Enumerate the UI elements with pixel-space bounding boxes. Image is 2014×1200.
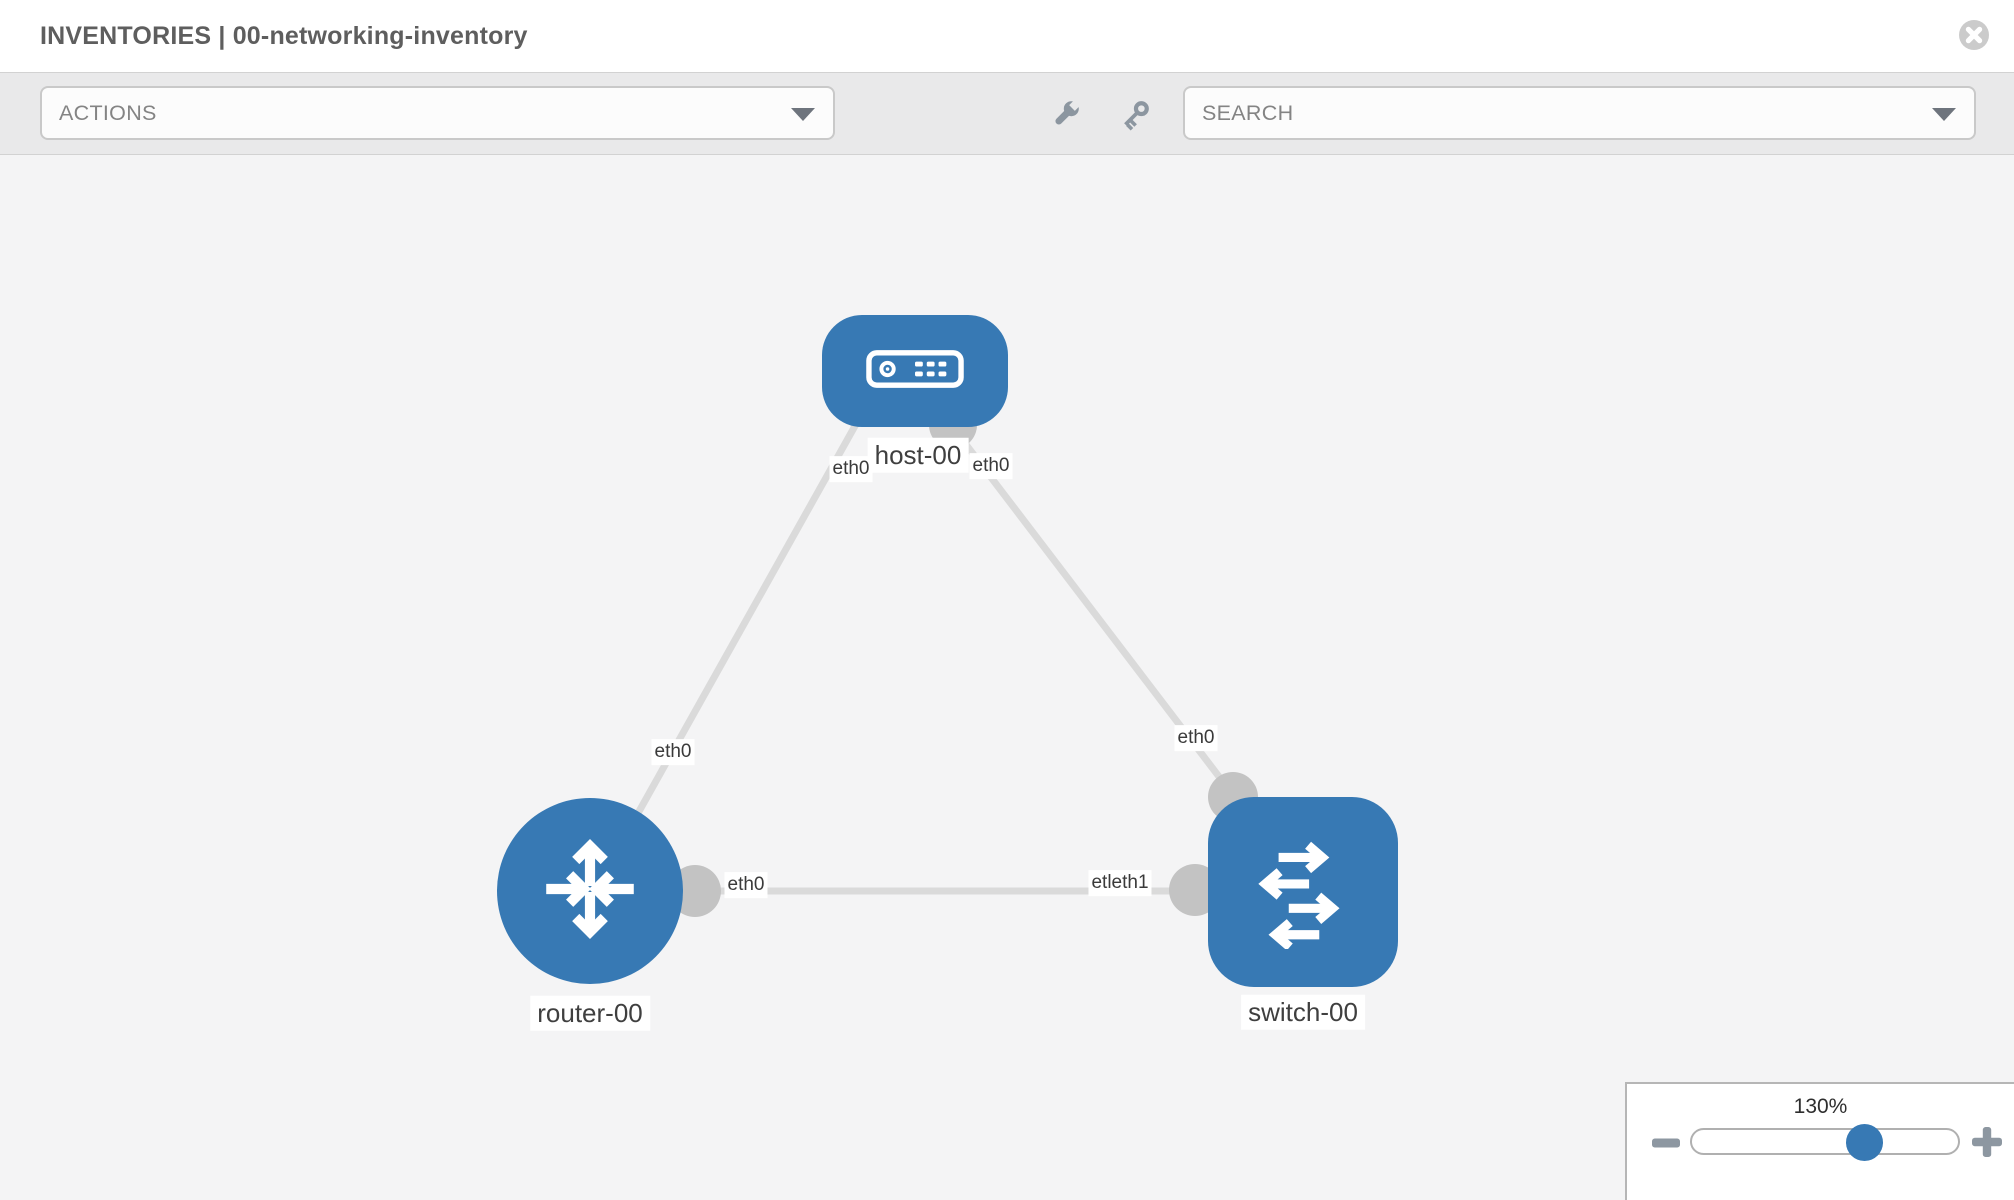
interface-label: etleth1 (1088, 870, 1152, 896)
page-title: INVENTORIES | 00-networking-inventory (40, 22, 528, 50)
actions-dropdown[interactable]: ACTIONS (40, 86, 835, 140)
node-label-router: router-00 (530, 995, 650, 1031)
chevron-down-icon (1932, 108, 1956, 121)
close-button[interactable] (1958, 19, 1990, 51)
plus-icon (1972, 1127, 2002, 1161)
topology-canvas[interactable]: host-00 router-00 switch-00 eth0 eth0 et… (0, 155, 2014, 1200)
wrench-button[interactable] (1048, 96, 1084, 132)
interface-label: eth0 (651, 739, 695, 765)
key-icon (1117, 101, 1153, 137)
minus-icon (1652, 1136, 1680, 1153)
switch-arrows-icon (1244, 831, 1362, 954)
interface-label: eth0 (1174, 725, 1218, 751)
zoom-out-button[interactable] (1652, 1136, 1680, 1148)
links-layer (633, 414, 1236, 895)
zoom-in-button[interactable] (1972, 1127, 2002, 1157)
chevron-down-icon (791, 108, 815, 121)
search-box[interactable] (1183, 86, 1976, 140)
interface-label: eth0 (829, 456, 873, 482)
actions-dropdown-label: ACTIONS (59, 101, 157, 125)
zoom-slider-track[interactable] (1690, 1128, 1960, 1155)
interface-label: eth0 (969, 453, 1013, 479)
server-icon (866, 349, 964, 394)
zoom-control-panel: 130% (1625, 1082, 2014, 1200)
node-router-00[interactable] (497, 798, 683, 984)
node-label-switch: switch-00 (1241, 994, 1365, 1030)
key-button[interactable] (1117, 97, 1153, 133)
window-header: INVENTORIES | 00-networking-inventory (0, 0, 2014, 72)
zoom-level-value: 130% (1793, 1095, 1848, 1118)
node-label-host: host-00 (867, 437, 969, 473)
close-icon (1958, 20, 1990, 55)
router-arrows-icon (534, 833, 646, 950)
zoom-slider-thumb[interactable] (1846, 1124, 1883, 1161)
node-host-00[interactable] (822, 315, 1008, 427)
node-switch-00[interactable] (1208, 797, 1398, 987)
toolbar: ACTIONS (0, 72, 2014, 155)
wrench-icon (1048, 97, 1084, 136)
interface-label: eth0 (724, 872, 768, 898)
search-input[interactable] (1185, 88, 1931, 138)
